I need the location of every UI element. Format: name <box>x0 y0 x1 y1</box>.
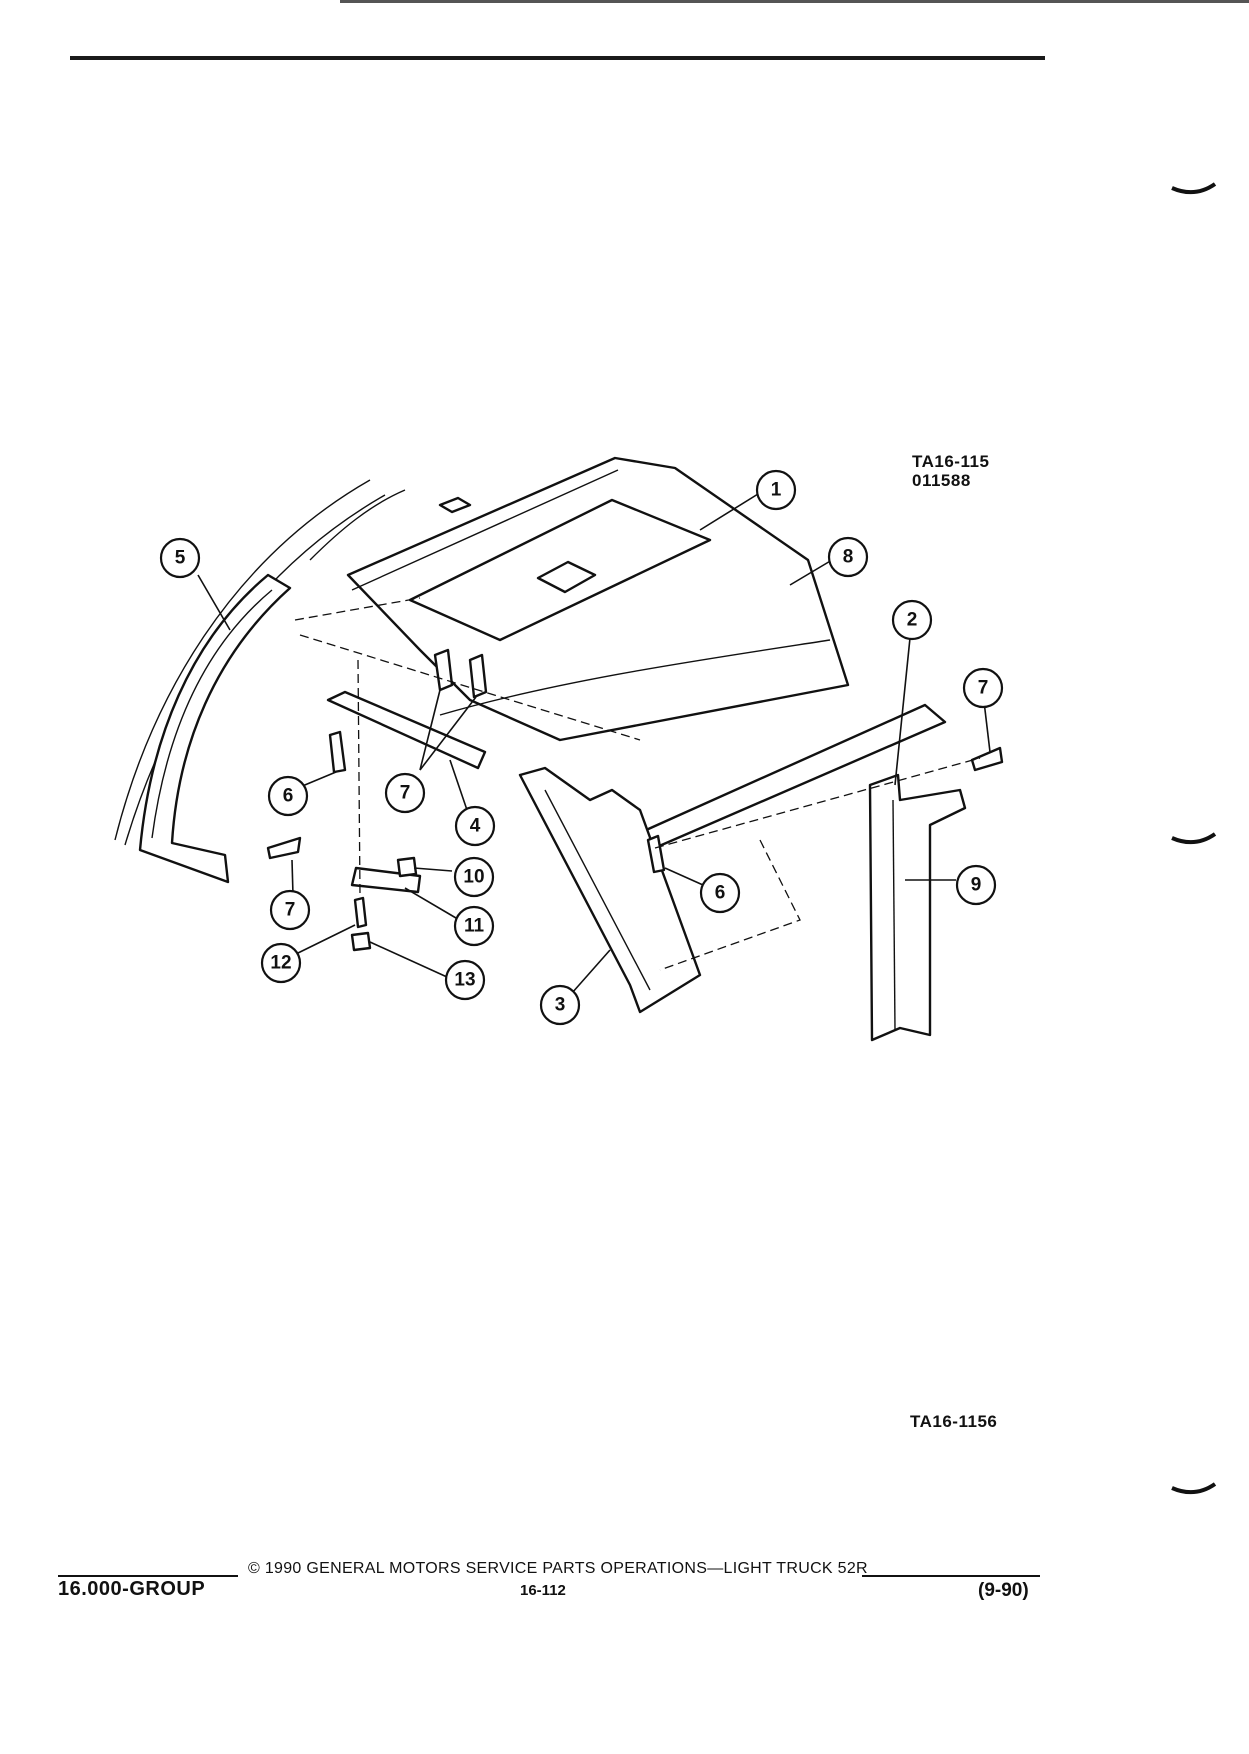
binder-mark-icon <box>1171 832 1217 845</box>
callout-11: 11 <box>453 905 495 947</box>
svg-text:13: 13 <box>454 970 475 991</box>
footer-rule-left <box>58 1575 238 1577</box>
leader-lines <box>197 493 991 994</box>
callout-8: 8 <box>827 536 869 578</box>
retainer-7-right <box>970 746 1004 772</box>
retainer-7-top-b <box>468 653 488 699</box>
callout-12: 12 <box>260 942 302 984</box>
fasteners <box>266 648 1004 952</box>
figure-date-code: 011588 <box>912 471 971 490</box>
footer-group-label: 16.000-GROUP <box>58 1578 206 1600</box>
screw-12 <box>353 896 368 929</box>
windshield-pillar-molding <box>518 766 702 1014</box>
svg-text:7: 7 <box>978 678 989 699</box>
callouts: 1 2 3 4 5 6 6 7 7 7 8 9 10 11 12 13 <box>159 469 1004 1026</box>
svg-text:3: 3 <box>555 995 566 1016</box>
svg-text:11: 11 <box>464 916 485 937</box>
screw-6-right <box>646 834 666 874</box>
svg-text:9: 9 <box>971 875 982 896</box>
footer-date: (9-90) <box>978 1580 1029 1601</box>
callout-10: 10 <box>453 856 495 898</box>
windshield-garnish-molding <box>138 573 292 884</box>
scan-edge <box>340 0 1249 3</box>
svg-text:7: 7 <box>285 900 296 921</box>
footer-copyright: © 1990 GENERAL MOTORS SERVICE PARTS OPER… <box>248 1560 868 1577</box>
svg-text:10: 10 <box>463 867 484 888</box>
nut-10 <box>396 856 418 878</box>
callout-7-center: 7 <box>384 772 426 814</box>
figure-code-lower: TA16-1156 <box>910 1412 998 1431</box>
callout-6-right: 6 <box>699 872 741 914</box>
callout-3: 3 <box>539 984 581 1026</box>
svg-text:1: 1 <box>771 480 782 501</box>
callout-5: 5 <box>159 537 201 579</box>
callout-9: 9 <box>955 864 997 906</box>
headliner-small-opening <box>438 496 472 514</box>
svg-text:5: 5 <box>175 548 186 569</box>
svg-text:4: 4 <box>470 816 481 837</box>
svg-text:7: 7 <box>400 783 411 804</box>
svg-text:12: 12 <box>270 953 291 974</box>
footer-rule-right <box>862 1575 1040 1577</box>
svg-text:8: 8 <box>843 547 854 568</box>
callout-6-left: 6 <box>267 775 309 817</box>
figure-code: TA16-115 <box>912 452 990 471</box>
binder-mark-icon <box>1171 1482 1217 1495</box>
binder-mark-icon <box>1171 182 1217 195</box>
callout-7-right: 7 <box>962 667 1004 709</box>
dome-lamp-opening <box>536 560 597 594</box>
callout-4: 4 <box>454 805 496 847</box>
screw-6-left <box>328 730 347 774</box>
callout-1: 1 <box>755 469 797 511</box>
top-rule <box>70 56 1045 60</box>
retainer-7-top-a <box>433 648 454 692</box>
alignment-lines <box>294 597 981 971</box>
callout-7-left: 7 <box>269 889 311 931</box>
exploded-parts-diagram: 1 2 3 4 5 6 6 7 7 7 8 9 10 11 12 13 <box>114 456 1004 1042</box>
retainer-7-left <box>266 836 302 860</box>
svg-text:2: 2 <box>907 610 918 631</box>
cap-13 <box>350 931 372 952</box>
lock-pillar-molding <box>868 773 967 1042</box>
footer-page-number: 16-112 <box>520 1582 566 1599</box>
front-header-molding <box>326 690 487 770</box>
figure-code-upper: TA16-115 011588 <box>912 452 989 490</box>
svg-text:6: 6 <box>715 883 726 904</box>
svg-text:6: 6 <box>283 786 294 807</box>
callout-2: 2 <box>891 599 933 641</box>
callout-13: 13 <box>444 959 486 1001</box>
